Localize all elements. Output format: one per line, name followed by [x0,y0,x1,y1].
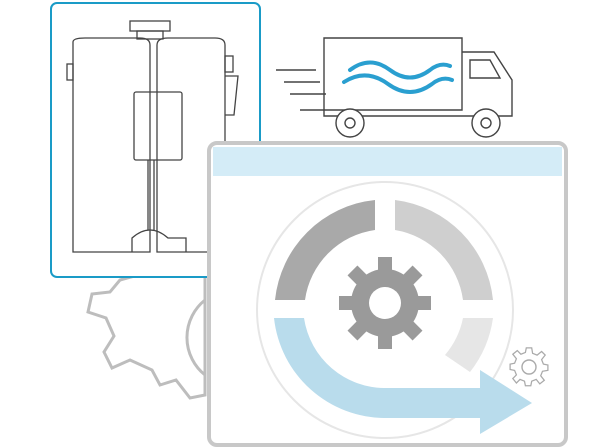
arrow-icon [274,318,532,434]
gear-icon [339,257,431,349]
device-icon [66,20,239,253]
small-gear-icon [509,347,549,387]
delivery-truck-icon [276,37,513,138]
wave-logo-icon [342,60,454,94]
window-header [213,147,562,176]
cycle-ring-icon [256,181,514,439]
